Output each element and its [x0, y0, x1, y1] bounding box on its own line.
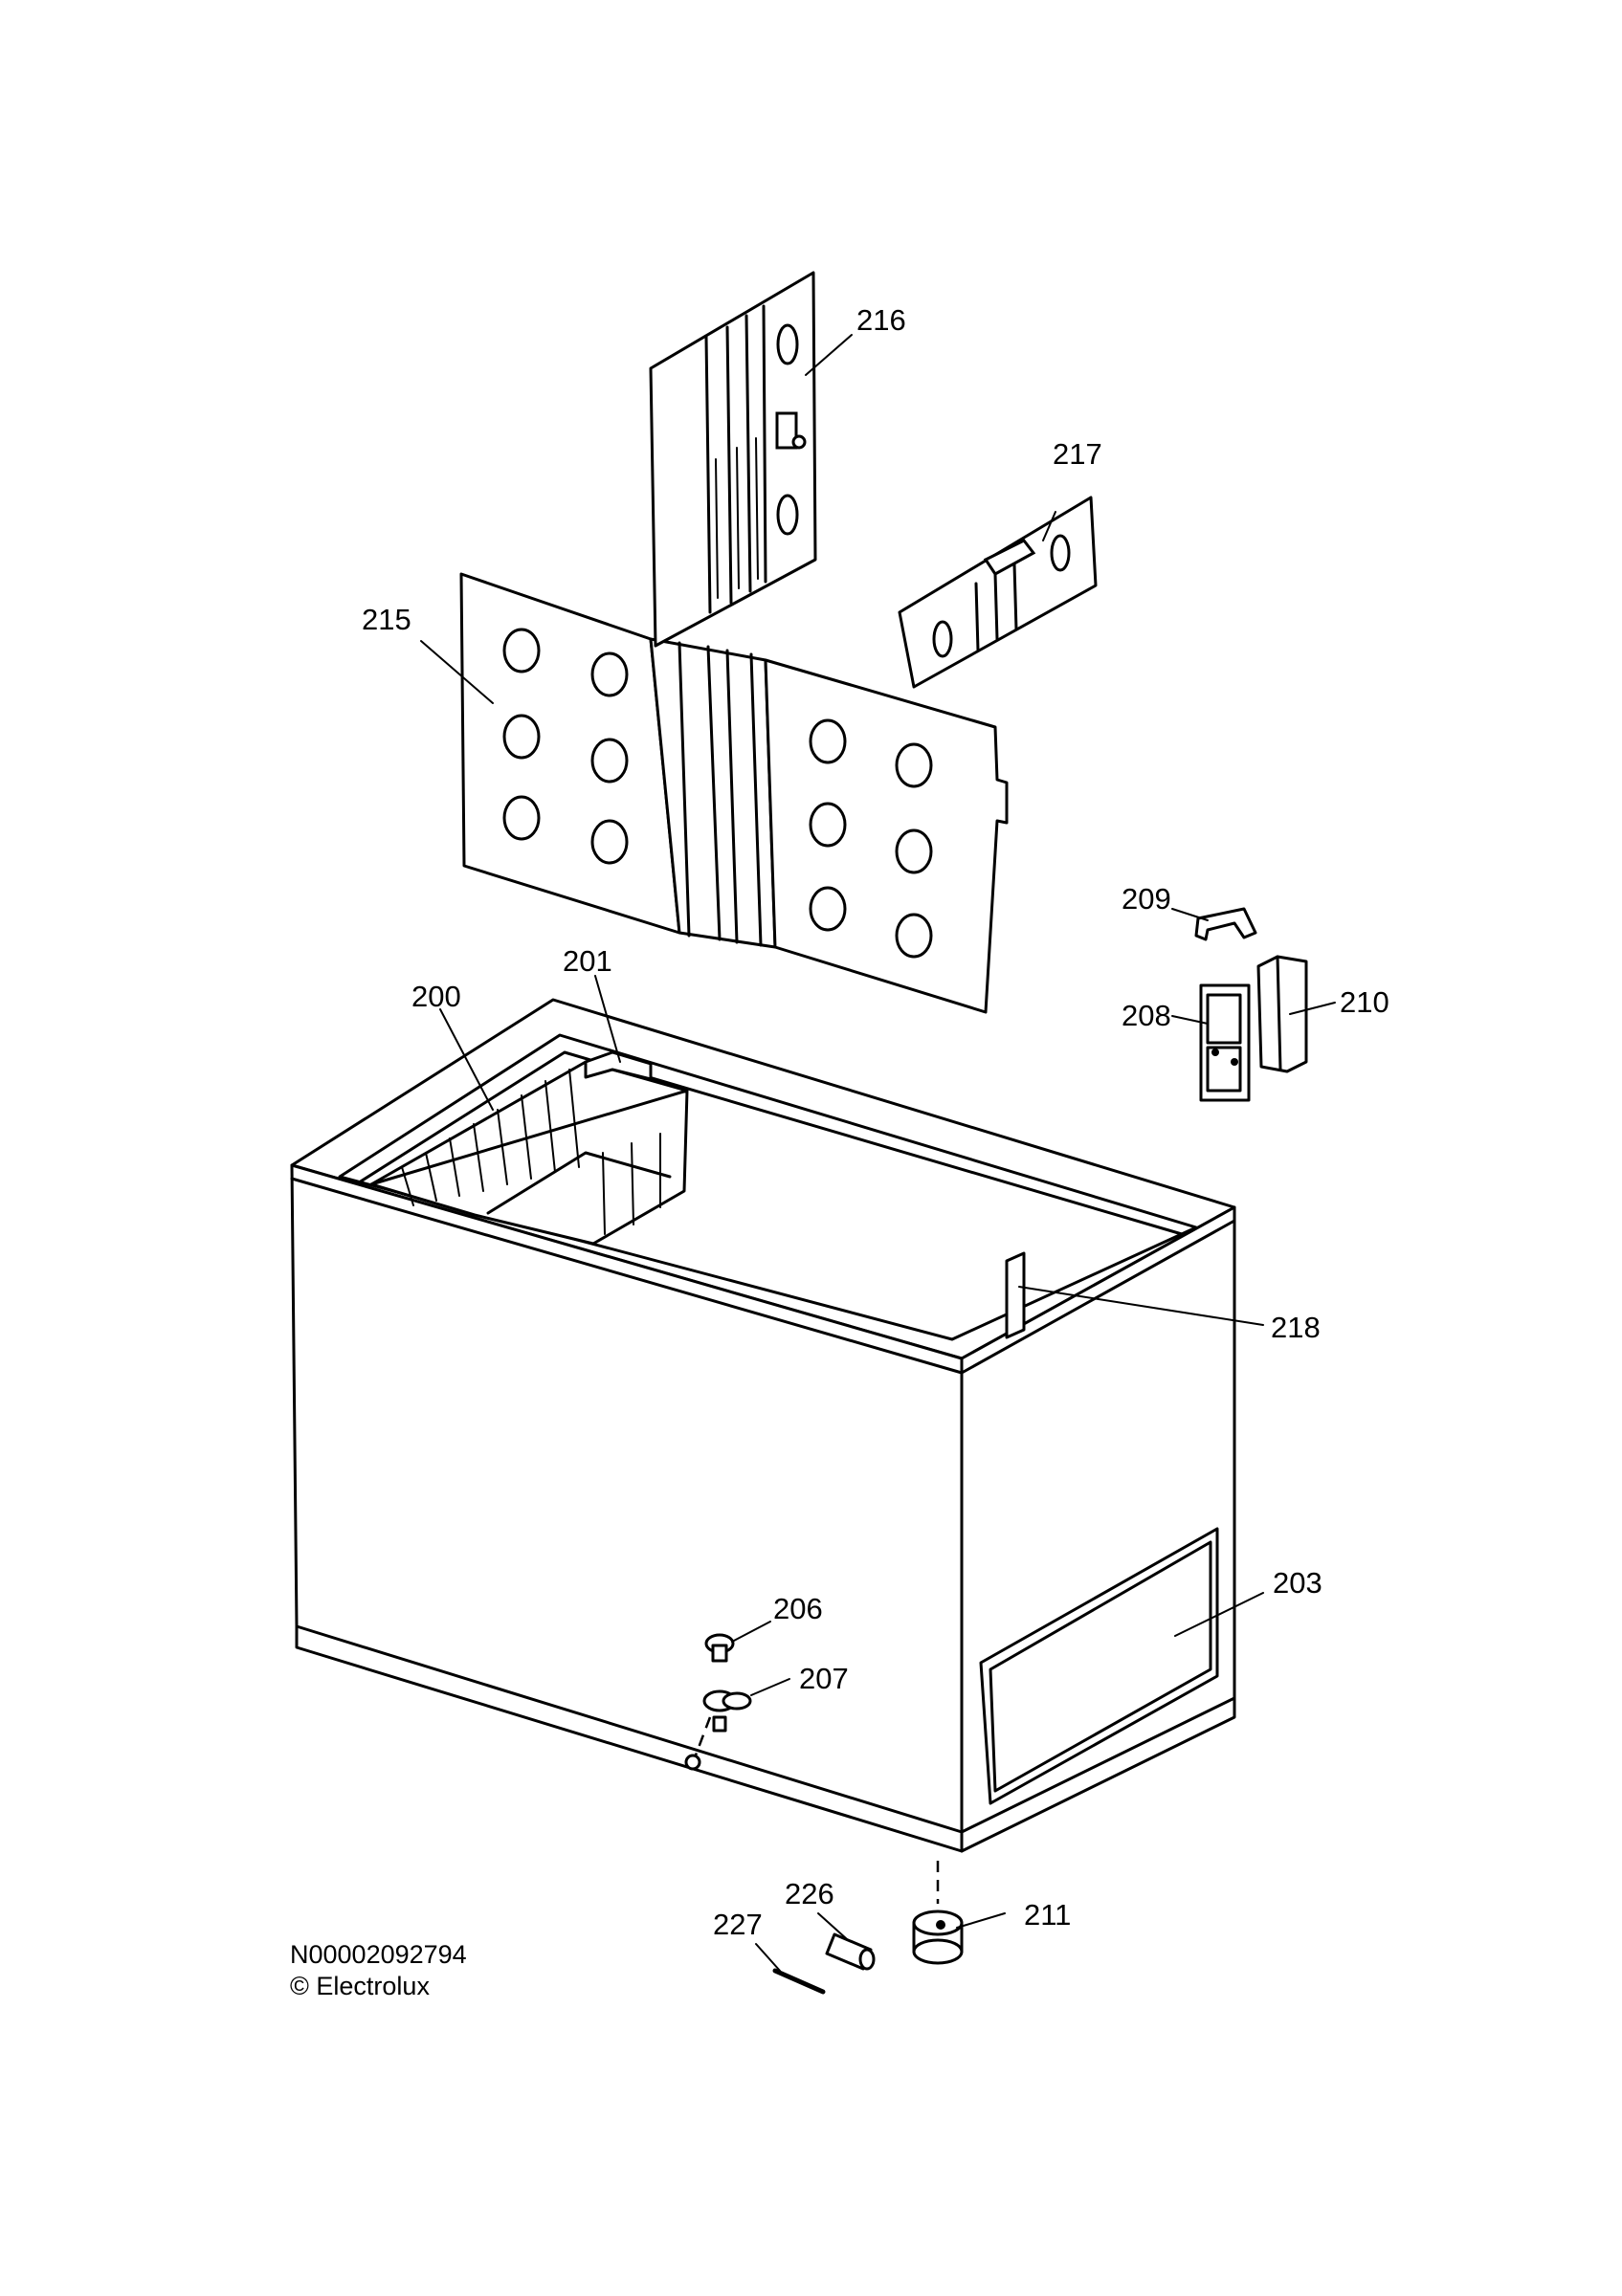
callout-207: 207 [799, 1662, 849, 1695]
panel-216-latch-pin [791, 434, 807, 450]
thermostat-bracket-209 [1194, 907, 1257, 941]
callout-200: 200 [411, 980, 461, 1013]
panel-215-hole [590, 738, 629, 784]
callout-201: 201 [563, 944, 612, 978]
footer: N00002092794 © Electrolux [290, 1940, 467, 2000]
drain-stub [712, 1715, 727, 1733]
panel-216-hole [776, 323, 799, 365]
callout-217: 217 [1053, 437, 1102, 471]
divider-panel-large [459, 572, 1009, 1014]
leader-208 [1171, 1015, 1209, 1025]
leader-203 [1174, 1592, 1264, 1637]
thermostat-screw [1231, 1058, 1238, 1066]
leader-226 [817, 1912, 848, 1940]
panel-216-body [649, 271, 817, 648]
thermostat-unit-inner [1206, 993, 1242, 1045]
panel-216-hole [776, 494, 799, 536]
leader-216 [805, 334, 853, 376]
foot-211-hole [936, 1920, 945, 1930]
cabinet-plinth-side [960, 1696, 1236, 1853]
panel-215-left [459, 572, 681, 935]
callout-208: 208 [1122, 999, 1171, 1032]
panel-215-hole [895, 828, 933, 874]
callout-215: 215 [362, 603, 411, 636]
divider-panel-upper [649, 271, 817, 648]
basket-handle [584, 1050, 653, 1081]
panel-215-hole [809, 718, 847, 764]
callout-210: 210 [1340, 985, 1389, 1019]
leader-206 [731, 1621, 771, 1643]
callout-226: 226 [785, 1877, 834, 1910]
callout-labels: 216 217 215 209 201 200 210 208 218 203 … [362, 303, 1389, 1941]
drain-hole [684, 1754, 701, 1771]
leader-209 [1171, 908, 1209, 921]
panel-216-ribs [704, 304, 767, 614]
panel-215-hole [590, 819, 629, 865]
callout-209: 209 [1122, 882, 1171, 916]
leader-210 [1289, 1002, 1336, 1015]
compressor-cover-panel [979, 1527, 1219, 1805]
divider-panel-small [898, 496, 1098, 689]
panel-215-hole [895, 913, 933, 959]
panel-215-hole [809, 802, 847, 848]
panel-217-hole [1050, 534, 1071, 572]
callout-203: 203 [1273, 1566, 1322, 1600]
cabinet-rim-front-edge [290, 1177, 1236, 1375]
thermostat-cover-210 [1256, 955, 1308, 1073]
leader-207 [750, 1678, 790, 1696]
pin-226-end [858, 1948, 876, 1971]
drain-axis-line [692, 1716, 712, 1761]
panel-215-right [764, 658, 1009, 1014]
panel-215-hole [590, 651, 629, 697]
callout-211: 211 [1024, 1898, 1071, 1932]
cabinet-plinth-front [295, 1624, 964, 1853]
small-parts [772, 1910, 964, 1995]
thermostat-unit-inner-lower [1206, 1046, 1242, 1093]
thermostat-screw [1211, 1049, 1219, 1056]
drawing-number: N00002092794 [290, 1940, 467, 1969]
leader-227 [755, 1943, 781, 1972]
panel-215-ribs [678, 641, 763, 947]
panel-216-latch [775, 411, 798, 450]
thermostat-assembly [1194, 907, 1308, 1102]
callout-227: 227 [713, 1908, 763, 1941]
panel-217-hole [932, 620, 953, 658]
leader-215 [420, 640, 494, 704]
panel-215-hole [895, 742, 933, 788]
callout-216: 216 [856, 303, 906, 337]
drain-assembly [702, 1633, 752, 1733]
panel-215-hole [502, 628, 541, 673]
leader-200 [439, 1008, 494, 1111]
rod-227 [772, 1968, 826, 1995]
thermostat-cover-fold [1276, 955, 1282, 1071]
leader-lines [420, 334, 1336, 1972]
basket-divider [486, 1151, 672, 1215]
panel-215-hole [809, 886, 847, 932]
panel-217-latch [983, 539, 1036, 576]
callout-206: 206 [773, 1592, 823, 1625]
leader-211 [956, 1912, 1006, 1929]
compressor-cover-inner [989, 1540, 1212, 1793]
panel-216-rib-slots [715, 437, 759, 599]
basket-wires [401, 1069, 661, 1235]
lamp-holder-post [1005, 1251, 1026, 1339]
leader-217 [1042, 511, 1056, 541]
cabinet-inner-back-edge [354, 1050, 1184, 1236]
panel-215-hole [502, 795, 541, 841]
panel-215-hole [502, 714, 541, 760]
foot-211-bottom [912, 1938, 964, 1965]
panel-217-ribs [974, 563, 1018, 652]
callout-218: 218 [1271, 1311, 1321, 1344]
copyright: © Electrolux [290, 1972, 430, 2000]
freezer-cabinet [290, 998, 1236, 1904]
drain-cap-stem [711, 1644, 728, 1663]
leader-218 [1018, 1286, 1264, 1326]
drain-plug-ring [722, 1691, 752, 1711]
leader-201 [594, 975, 621, 1063]
basket [369, 1050, 689, 1246]
panel-217-body [898, 496, 1098, 689]
